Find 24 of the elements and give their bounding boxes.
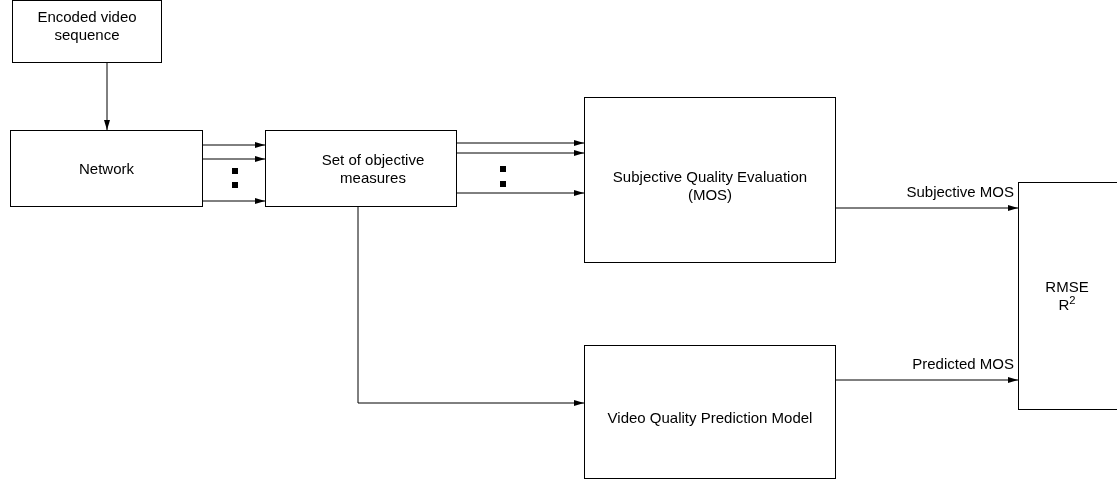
process-box <box>584 345 836 479</box>
box-text: Subjective Quality Evaluation (MOS) <box>611 168 809 204</box>
arrow <box>202 142 266 148</box>
process-box <box>1018 182 1117 410</box>
arrow <box>835 205 1019 211</box>
box-text: RMSE <box>1044 278 1090 296</box>
box-text: R$^{2}$ <box>1057 296 1077 314</box>
box-text: Set of objective measures <box>320 150 426 187</box>
process-box <box>12 0 162 63</box>
arrow <box>357 206 585 406</box>
box-text: Encoded video sequence <box>36 7 138 44</box>
arrow <box>202 198 266 204</box>
process-box <box>584 97 836 263</box>
arrow <box>104 62 110 131</box>
box-text: Video Quality Prediction Model <box>606 409 814 427</box>
process-box <box>265 130 457 207</box>
process-box <box>10 130 203 207</box>
edge-label: Subjective MOS <box>906 183 1014 201</box>
arrow <box>456 190 585 196</box>
arrow <box>202 156 266 162</box>
box-text: Network <box>78 159 135 178</box>
arrow <box>456 150 585 156</box>
arrow <box>456 140 585 146</box>
arrow <box>835 377 1019 383</box>
